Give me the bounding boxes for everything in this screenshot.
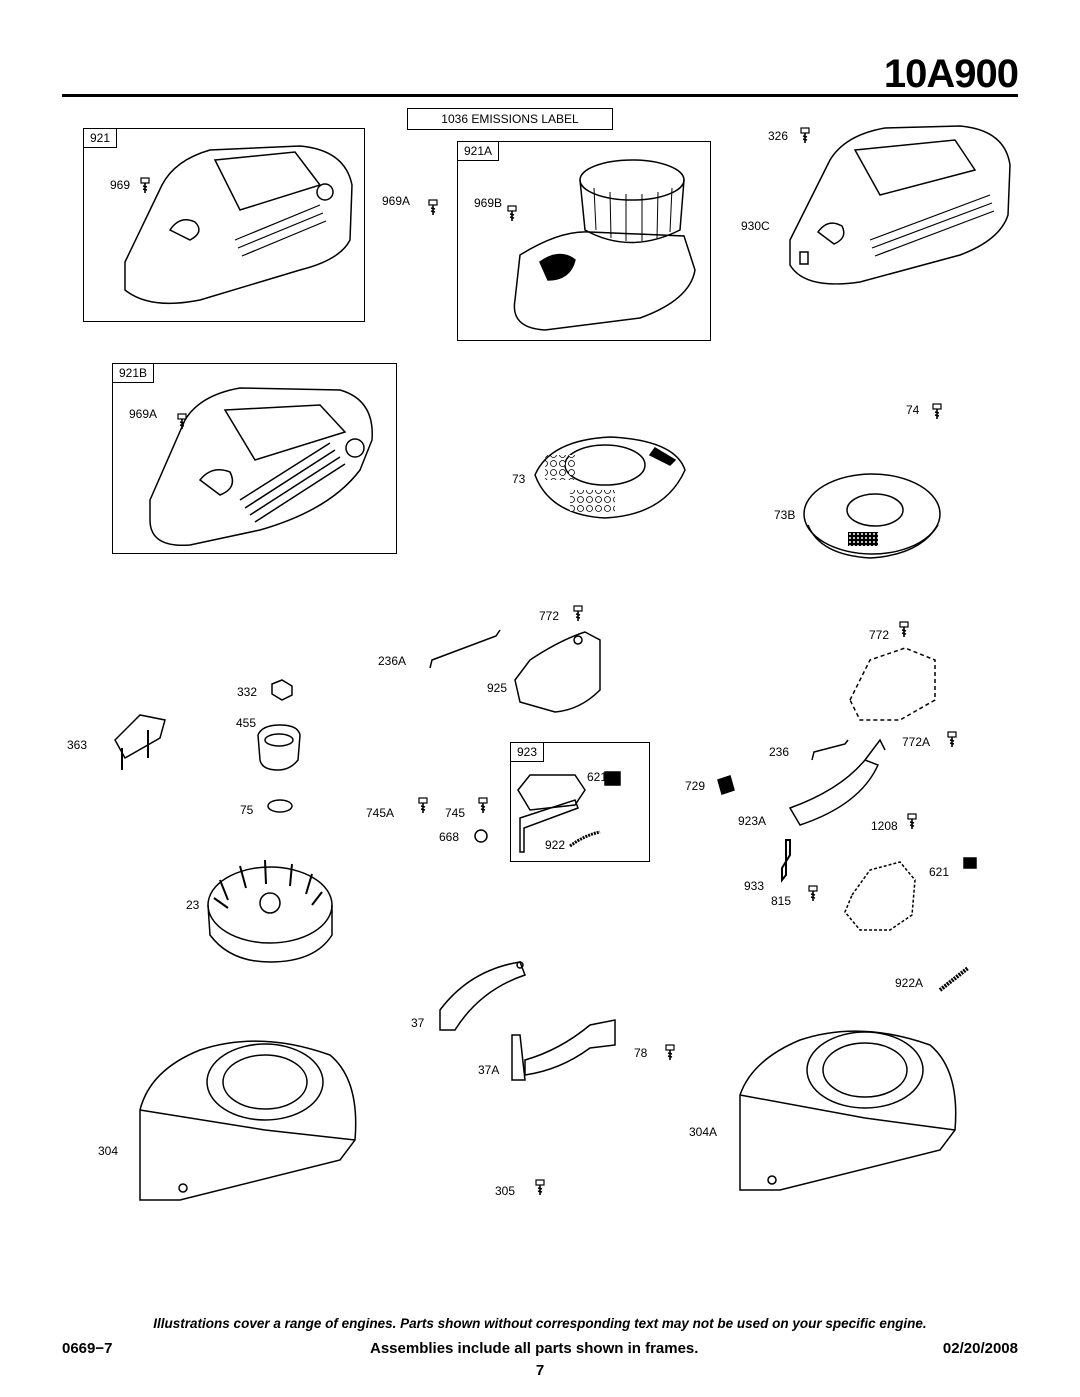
part-label-933: 933 <box>744 879 765 893</box>
nut-455-drawing <box>257 724 301 771</box>
part-label-745: 745 <box>445 806 466 820</box>
frame-921B: 921B <box>112 363 397 554</box>
part-label-455: 455 <box>236 716 257 730</box>
lever-923A-drawing <box>788 738 886 826</box>
part-label-922A: 922A <box>895 976 924 990</box>
page-number: 7 <box>535 1362 545 1379</box>
disclaimer-note: Illustrations cover a range of engines. … <box>153 1316 927 1331</box>
part-label-74: 74 <box>906 403 920 417</box>
part-label-772-a: 772 <box>539 609 560 623</box>
part-label-815: 815 <box>771 894 792 908</box>
part-label-37: 37 <box>411 1016 425 1030</box>
part-label-969B: 969B <box>474 196 503 210</box>
link-236-drawing <box>811 739 849 761</box>
bushing-668-drawing <box>474 829 488 843</box>
part-label-304: 304 <box>98 1144 119 1158</box>
part-label-236: 236 <box>769 745 790 759</box>
bracket-933-drawing <box>781 839 791 883</box>
housing-304A-drawing <box>739 1030 957 1191</box>
governor-923-drawing <box>517 771 621 853</box>
part-label-923A: 923A <box>738 814 767 828</box>
screen-73-drawing <box>534 436 686 519</box>
part-label-305: 305 <box>495 1184 516 1198</box>
shroud-930C-drawing <box>789 125 1011 285</box>
bracket-621-drawing <box>844 857 977 931</box>
housing-304-drawing <box>139 1040 357 1201</box>
part-label-925: 925 <box>487 681 508 695</box>
shroud-921B-drawing <box>149 387 373 547</box>
part-label-37A: 37A <box>478 1063 500 1077</box>
header-rule <box>62 94 1018 97</box>
link-236A-drawing <box>429 629 501 669</box>
part-label-75: 75 <box>240 803 254 817</box>
part-label-621-b: 621 <box>929 865 950 879</box>
part-label-1208: 1208 <box>871 819 898 833</box>
part-label-729: 729 <box>685 779 706 793</box>
part-label-922: 922 <box>545 838 566 852</box>
part-label-326: 326 <box>768 129 789 143</box>
shroud-921A-drawing <box>513 159 696 331</box>
part-label-363: 363 <box>67 738 88 752</box>
bracket-772-drawing <box>849 647 936 721</box>
model-number: 10A900 <box>883 52 1019 96</box>
screen-73B-drawing <box>803 473 941 559</box>
nut-332-drawing <box>271 679 293 701</box>
washer-75-drawing <box>267 799 293 813</box>
part-label-332: 332 <box>237 685 258 699</box>
part-label-772A: 772A <box>902 735 931 749</box>
footer-assemblies-note: Assemblies include all parts shown in fr… <box>370 1340 699 1357</box>
frame-921: 921 <box>83 128 365 322</box>
clip-729-drawing <box>717 775 735 795</box>
part-label-772-b: 772 <box>869 628 890 642</box>
part-label-23: 23 <box>186 898 200 912</box>
flywheel-23-drawing <box>207 859 333 963</box>
frame-tag-921A: 921A <box>458 142 500 161</box>
part-label-78: 78 <box>634 1046 648 1060</box>
part-label-668: 668 <box>439 830 460 844</box>
part-label-969: 969 <box>110 178 131 192</box>
part-label-73B: 73B <box>774 508 796 522</box>
frame-tag-921B: 921B <box>113 364 155 383</box>
part-label-621-a: 621 <box>587 770 608 784</box>
footer-code: 0669−7 <box>62 1340 113 1357</box>
frame-tag-921: 921 <box>84 129 118 148</box>
shroud-921-drawing <box>124 145 353 305</box>
frame-923: 923 <box>510 742 650 862</box>
bracket-363-drawing <box>114 714 166 770</box>
part-label-969A-b: 969A <box>129 407 158 421</box>
spring-922A-drawing <box>938 966 970 992</box>
part-label-236A: 236A <box>378 654 407 668</box>
part-label-73: 73 <box>512 472 526 486</box>
frame-tag-923: 923 <box>511 743 545 762</box>
part-label-745A: 745A <box>366 806 395 820</box>
baffle-37-drawing <box>439 961 526 1031</box>
emissions-label-box: 1036 EMISSIONS LABEL <box>407 108 613 130</box>
baffle-37A-drawing <box>511 1019 616 1081</box>
footer-date: 02/20/2008 <box>942 1340 1018 1357</box>
part-label-930C: 930C <box>741 219 770 233</box>
part-label-969A-top: 969A <box>382 194 411 208</box>
guard-925-drawing <box>514 631 601 713</box>
frame-921A: 921A <box>457 141 711 341</box>
part-label-304A: 304A <box>689 1125 718 1139</box>
